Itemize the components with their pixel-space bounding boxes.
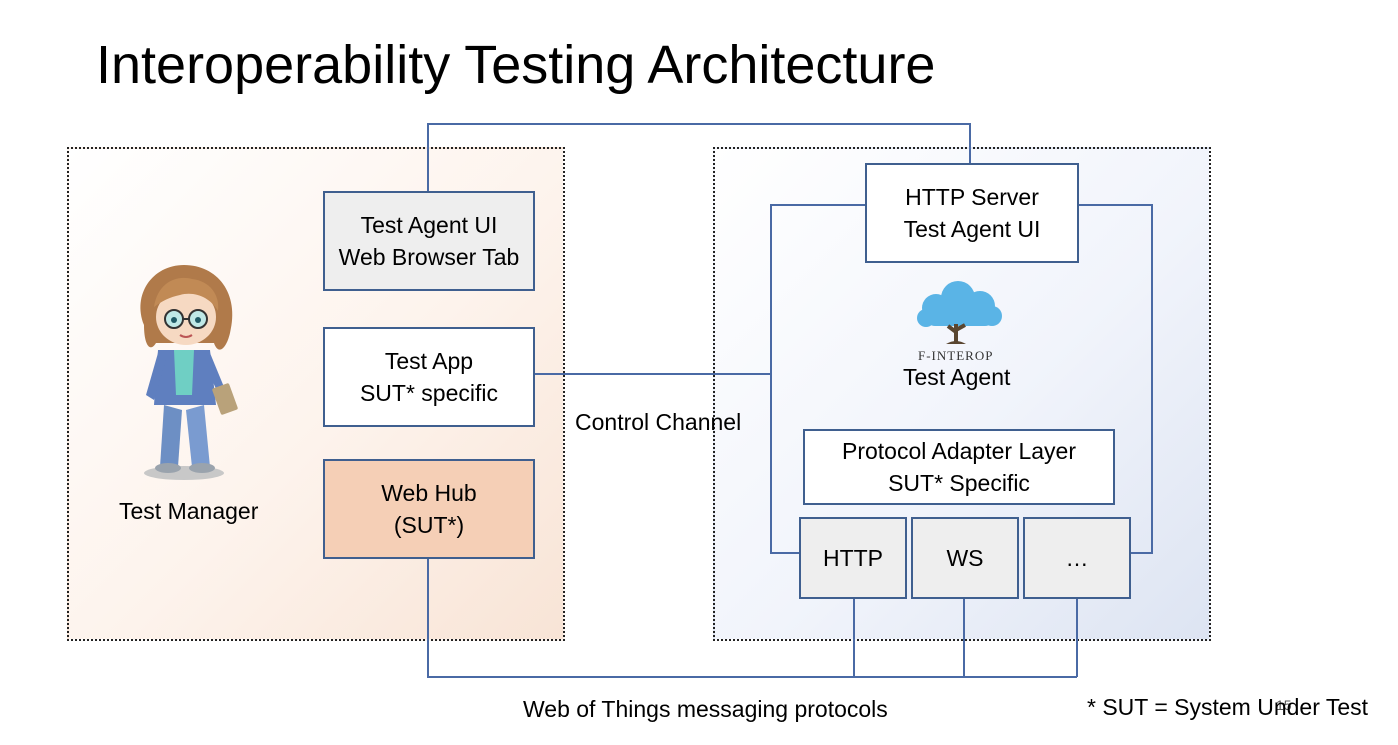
protocol-ws-box: WS <box>911 517 1019 599</box>
protocol-label: … <box>1065 545 1089 571</box>
protocol-more-box: … <box>1023 517 1131 599</box>
box-line: HTTP Server <box>905 184 1039 210</box>
page-number: 15 <box>1276 697 1292 713</box>
box-line: Test Agent UI <box>903 216 1041 242</box>
right-bus-line <box>1078 204 1153 554</box>
box-line: Web Hub <box>381 480 477 506</box>
f-interop-brand: F-INTEROP <box>918 348 994 363</box>
box-line: Web Browser Tab <box>338 244 520 270</box>
protocol-label: WS <box>946 545 984 571</box>
test-manager-label: Test Manager <box>119 498 259 524</box>
ui-link-line <box>427 123 971 192</box>
web-hub-box: Web Hub (SUT*) <box>323 459 535 559</box>
slide-title: Interoperability Testing Architecture <box>96 35 936 95</box>
box-line: Test App <box>384 348 474 374</box>
sut-footnote: * SUT = System Under Test <box>1087 694 1369 720</box>
messaging-line <box>427 557 1077 678</box>
box-line: (SUT*) <box>393 512 465 538</box>
left-bus-line <box>770 204 866 554</box>
test-agent-ui-tab-box: Test Agent UI Web Browser Tab <box>323 191 535 291</box>
box-line: SUT* specific <box>359 380 499 406</box>
protocol-http-box: HTTP <box>799 517 907 599</box>
test-app-box: Test App SUT* specific <box>323 327 535 427</box>
box-line: Protocol Adapter Layer <box>842 438 1076 464</box>
messaging-protocols-label: Web of Things messaging protocols <box>523 696 888 722</box>
control-channel-label: Control Channel <box>575 409 742 435</box>
box-line: Test Agent UI <box>360 212 498 238</box>
protocol-label: HTTP <box>822 545 884 571</box>
http-server-box: HTTP Server Test Agent UI <box>865 163 1079 263</box>
test-agent-label: Test Agent <box>903 364 1011 390</box>
box-line: SUT* Specific <box>888 470 1030 496</box>
protocol-adapter-box: Protocol Adapter Layer SUT* Specific <box>803 429 1115 505</box>
f-interop-logo <box>912 280 1006 350</box>
test-manager-avatar <box>122 255 252 485</box>
